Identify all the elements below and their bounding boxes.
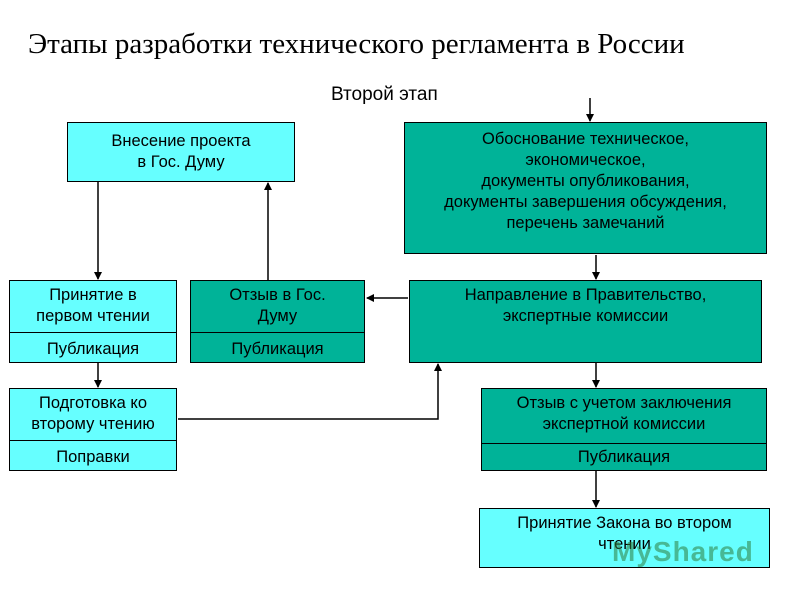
page-title: Этапы разработки технического регламента… (28, 28, 685, 60)
box-divider (10, 440, 176, 441)
box-feedback-duma: Отзыв в Гос. Думу Публикация (190, 280, 365, 363)
arrow-second-prep-government (178, 363, 442, 420)
box-line: Думу (257, 307, 298, 325)
box-footer: Публикация (577, 448, 671, 466)
box-footer: Поправки (56, 448, 130, 466)
box-divider (482, 443, 766, 444)
box-line: экономическое, (525, 151, 646, 169)
box-submit-project: Внесение проекта в Гос. Думу (67, 122, 295, 182)
box-line: Отзыв в Гос. (229, 286, 326, 304)
box-footer: Публикация (46, 340, 140, 358)
box-line: документы завершения обсуждения, (444, 193, 727, 211)
box-line: в Гос. Думу (137, 153, 225, 171)
box-line: документы опубликования, (481, 172, 690, 190)
watermark-logo: MyShared (612, 536, 754, 567)
box-line: Принятие Закона во втором (517, 514, 732, 532)
box-line: Обоснование техническое, (482, 130, 689, 148)
box-line: Подготовка ко (38, 394, 147, 412)
box-first-reading: Принятие в первом чтении Публикация (9, 280, 177, 363)
box-line: чтении (598, 535, 651, 553)
box-line: Отзыв с учетом заключения (516, 394, 732, 412)
box-line: перечень замечаний (506, 214, 665, 232)
box-line: Принятие в (49, 286, 137, 304)
box-justification: Обоснование техническое, экономическое, … (404, 122, 767, 254)
box-divider (10, 332, 176, 333)
box-line: экспертные комиссии (502, 307, 669, 325)
box-line: экспертной комиссии (542, 415, 706, 433)
box-line: первом чтении (36, 307, 150, 325)
box-line: второму чтению (31, 415, 155, 433)
box-line: Направление в Правительство, (464, 286, 707, 304)
box-footer: Публикация (231, 340, 324, 358)
box-second-reading-prep: Подготовка ко второму чтению Поправки (9, 388, 177, 471)
box-expert-feedback: Отзыв с учетом заключения экспертной ком… (481, 388, 767, 471)
box-law-adoption: Принятие Закона во втором чтении (479, 508, 770, 568)
box-line: Внесение проекта (111, 132, 251, 150)
box-government: Направление в Правительство, экспертные … (409, 280, 762, 363)
box-divider (191, 332, 364, 333)
stage-label: Второй этап (331, 84, 438, 105)
